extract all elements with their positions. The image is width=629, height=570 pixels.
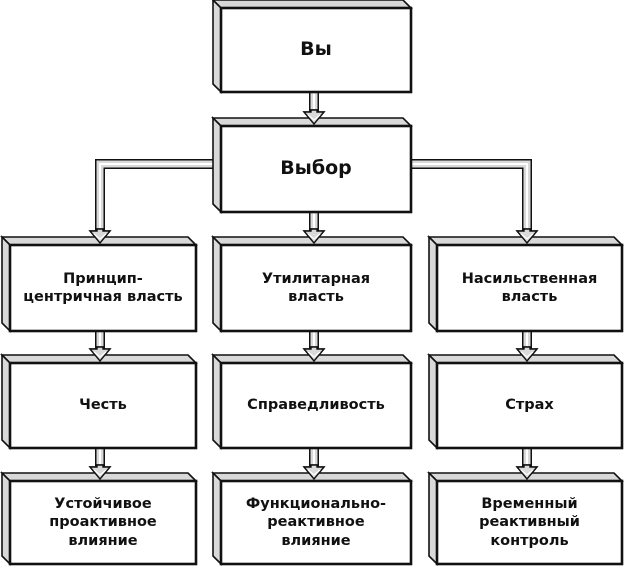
box-utilitarian-power bbox=[211, 235, 413, 333]
arrow-head-overlay-10 bbox=[515, 464, 539, 481]
box-functional-reactive bbox=[211, 471, 413, 566]
box-principle-power bbox=[0, 235, 198, 333]
arrow-head-overlay-1 bbox=[302, 109, 326, 126]
box-temporary-reactive-front bbox=[435, 479, 624, 566]
box-equity-front bbox=[219, 361, 413, 450]
arrow-head-overlay-5 bbox=[88, 346, 112, 363]
box-fear-front bbox=[435, 361, 624, 450]
arrow-head-overlay-4 bbox=[515, 228, 539, 245]
arrow-choice-to-coercive-shaft-outer bbox=[411, 159, 532, 233]
arrow-choice-to-coercive-shaft-inner bbox=[411, 160, 531, 233]
box-coercive-power bbox=[427, 235, 624, 333]
box-principle-power-front bbox=[8, 243, 198, 333]
arrow-head-overlay-highlight-6 bbox=[307, 351, 321, 358]
box-lasting-proactive bbox=[0, 471, 198, 566]
arrow-choice-to-coercive-shaft-highlight bbox=[411, 163, 528, 233]
box-you-front bbox=[219, 6, 413, 94]
arrow-head-overlay-highlight-10 bbox=[520, 469, 534, 476]
box-utilitarian-power-front bbox=[219, 243, 413, 333]
box-honor bbox=[0, 353, 198, 450]
box-fear bbox=[427, 353, 624, 450]
arrow-head-overlay-highlight-5 bbox=[93, 351, 107, 358]
arrow-head-overlay-3 bbox=[302, 228, 326, 245]
arrow-head-overlay-highlight-8 bbox=[93, 469, 107, 476]
arrow-head-overlay-highlight-4 bbox=[520, 233, 534, 240]
box-honor-front bbox=[8, 361, 198, 450]
arrow-choice-to-principle-shaft-highlight bbox=[99, 163, 221, 233]
box-coercive-power-front bbox=[435, 243, 624, 333]
arrow-head-overlay-highlight-9 bbox=[307, 469, 321, 476]
arrow-head-overlay-highlight-7 bbox=[520, 351, 534, 358]
arrow-choice-to-principle-shaft-outer bbox=[95, 159, 221, 233]
box-lasting-proactive-front bbox=[8, 479, 198, 566]
box-temporary-reactive bbox=[427, 471, 624, 566]
arrow-head-overlay-highlight-3 bbox=[307, 233, 321, 240]
arrow-head-overlay-highlight-1 bbox=[307, 114, 321, 121]
arrow-choice-to-principle-shaft-inner bbox=[96, 160, 221, 233]
arrow-head-overlay-highlight-2 bbox=[93, 233, 107, 240]
box-choice bbox=[211, 116, 413, 214]
arrow-head-overlay-8 bbox=[88, 464, 112, 481]
box-choice-front bbox=[219, 124, 413, 214]
arrow-head-overlay-6 bbox=[302, 346, 326, 363]
arrow-head-overlay-9 bbox=[302, 464, 326, 481]
arrow-head-overlay-2 bbox=[88, 228, 112, 245]
box-you bbox=[211, 0, 413, 94]
box-functional-reactive-front bbox=[219, 479, 413, 566]
box-equity bbox=[211, 353, 413, 450]
arrow-head-overlay-7 bbox=[515, 346, 539, 363]
